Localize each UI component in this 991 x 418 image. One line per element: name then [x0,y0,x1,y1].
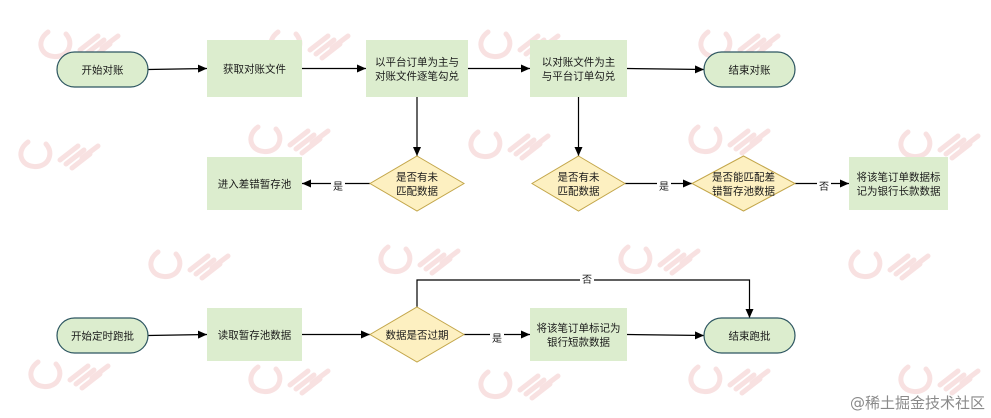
node-start2: 开始定时跑批 [56,317,149,354]
edge-start2-to-readpool [147,330,208,339]
edge-line [626,65,705,74]
edge-check2-to-end1 [626,65,705,74]
watermark-logo [618,244,701,276]
process-shape [207,308,302,361]
node-label: 银行短款数据 [547,336,610,349]
watermark-logo [848,249,931,281]
node-label: 是否能匹配差 [712,171,775,184]
watermark-logo [898,364,981,396]
edge-label: 是 [659,181,669,193]
background-watermark-pattern [18,29,981,401]
watermark-logo [148,249,231,281]
watermark-logo [468,129,551,161]
node-label: 以对账文件为主 [542,56,616,69]
edge-mark_short-to-end2 [626,331,705,340]
watermark-logo [898,129,981,161]
edge-label-bg [657,179,671,193]
node-label: 匹配数据 [396,185,438,198]
decision-shape [690,155,797,212]
edge-line [147,330,208,339]
node-label: 错暂存池数据 [712,185,775,198]
watermark-logo [688,364,771,396]
node-label: 将该笔订单数据标 [857,171,941,184]
watermark-logo [28,359,111,391]
edge-d2-to-d3: 是 [625,179,692,193]
node-label: 获取对账文件 [223,63,286,76]
edge-label-bg [331,179,345,193]
edge-line [147,64,208,73]
edge-label: 是 [333,181,343,193]
watermark-logo [378,244,461,276]
node-label: 以平台订单为主与 [375,56,459,69]
edge-label: 是 [492,333,502,345]
edge-label: 否 [582,274,592,286]
node-fetch: 获取对账文件 [207,40,302,97]
node-d4: 数据是否过期 [369,306,465,363]
node-label: 对账文件逐笔勾兑 [375,70,459,83]
process-shape [207,157,302,210]
terminal-shape [56,51,149,88]
watermark-logo [478,369,561,401]
process-shape [366,40,468,97]
watermark-logo [248,364,331,396]
node-readpool: 读取暂存池数据 [207,308,302,361]
process-shape [849,157,948,210]
node-label: 将该笔订单标记为 [537,322,621,335]
node-label: 匹配数据 [558,185,600,198]
node-pool: 进入差错暂存池 [207,157,302,210]
process-shape [530,308,627,361]
edge-label: 否 [819,181,829,193]
node-label: 结束跑批 [729,330,771,343]
edge-d1-to-pool: 是 [302,179,370,193]
decision-shape [531,155,626,212]
process-shape [530,40,627,97]
watermark-logo [248,124,331,156]
watermark-logo [18,139,101,171]
node-label: 是否有未 [396,171,438,184]
terminal-shape [703,51,796,88]
edge-d4-to-mark_short: 是 [464,330,530,345]
watermark-logo [38,29,121,61]
watermark-logo [688,124,771,156]
node-end1: 结束对账 [703,51,796,88]
node-end2: 结束跑批 [703,317,796,354]
decision-shape [369,306,465,363]
process-shape [207,40,302,97]
edge-d4-to-end2: 否 [416,272,754,318]
node-label: 与平台订单勾兑 [542,70,616,83]
node-label: 记为银行长款数据 [857,185,941,198]
node-label: 开始对账 [82,64,124,77]
edge-start1-to-fetch [147,64,208,73]
node-label: 数据是否过期 [386,329,449,342]
terminal-shape [703,317,796,354]
edge-label-bg [580,272,594,286]
edges: 是是否是否 [147,64,849,345]
node-label: 开始定时跑批 [71,330,134,343]
terminal-shape [56,317,149,354]
node-label: 结束对账 [729,64,771,77]
edge-line [626,331,705,340]
node-label: 进入差错暂存池 [218,178,292,191]
node-label: 读取暂存池数据 [218,329,292,342]
node-label: 是否有未 [558,171,600,184]
site-watermark: @稀土掘金技术社区 [850,394,985,412]
edge-label-bg [817,179,831,193]
edge-label-bg [490,331,504,345]
node-start1: 开始对账 [56,51,149,88]
edge-d3-to-mark_long: 否 [795,179,849,193]
decision-shape [369,155,465,212]
